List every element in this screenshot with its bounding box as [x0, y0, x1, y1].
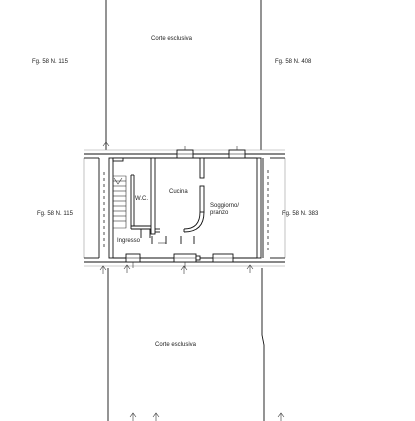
- doors: [140, 229, 195, 244]
- label-fg-mid-right: Fg. 58 N. 383: [282, 211, 319, 217]
- staircase: [113, 175, 127, 229]
- entrance-arrows: [99, 141, 254, 274]
- property-boundaries: [105, 0, 265, 421]
- label-wc: W.C.: [135, 196, 148, 202]
- label-fg-mid-left: Fg. 58 N. 115: [37, 211, 74, 217]
- label-fg-top-right: Fg. 58 N. 408: [275, 59, 312, 65]
- plan-labels: Corte esclusiva Fg. 58 N. 115 Fg. 58 N. …: [32, 36, 319, 348]
- label-fg-top-left: Fg. 58 N. 115: [32, 59, 69, 65]
- label-ingresso: Ingresso: [117, 238, 141, 244]
- windows: [112, 146, 246, 268]
- label-cucina: Cucina: [169, 189, 188, 195]
- label-corte-bottom: Corte esclusiva: [155, 342, 197, 348]
- bottom-arrows: [129, 412, 285, 421]
- building-walls: [83, 149, 286, 267]
- label-corte-top: Corte esclusiva: [151, 36, 193, 42]
- label-soggiorno-1: Soggiorno/: [210, 203, 239, 209]
- curved-partition: [155, 211, 205, 244]
- label-soggiorno-2: pranzo: [210, 210, 229, 216]
